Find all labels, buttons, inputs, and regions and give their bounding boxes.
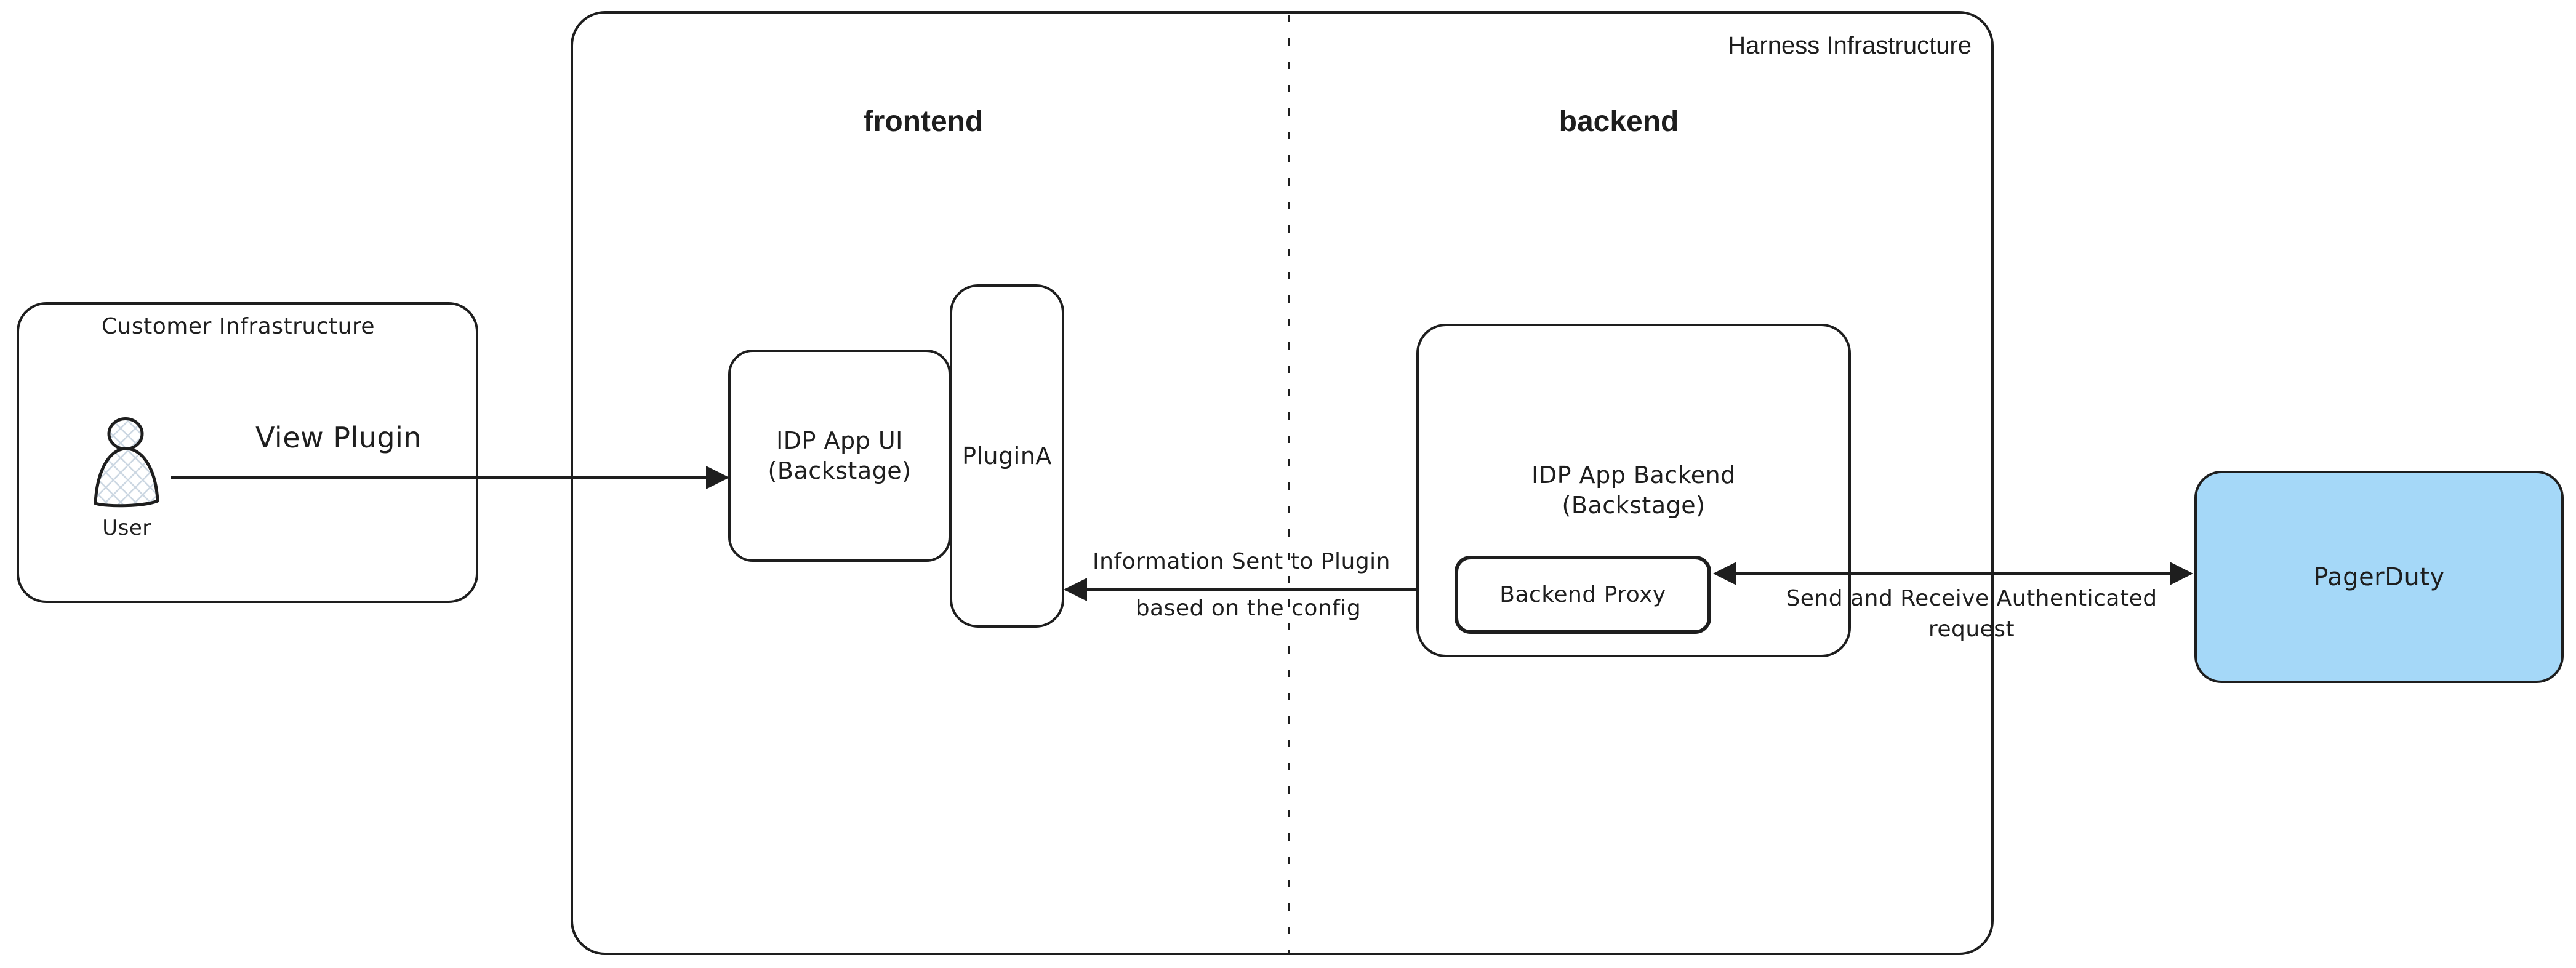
idp-app-ui-node: IDP App UI (Backstage)	[728, 350, 951, 562]
backend-proxy-label: Backend Proxy	[1499, 582, 1666, 607]
harness-infrastructure-group-box	[571, 11, 1994, 955]
auth-request-arrow-line	[1733, 572, 2175, 575]
pagerduty-label: PagerDuty	[2313, 562, 2445, 591]
idp-app-backend-label-line1: IDP App Backend	[1531, 462, 1736, 489]
frontend-backend-divider	[1288, 15, 1290, 953]
auth-request-edge-label-line1: Send and Receive Authenticated	[1786, 586, 2157, 611]
auth-request-edge-label-line2: request	[1928, 617, 2015, 642]
plugin-a-label: PluginA	[962, 442, 1052, 470]
auth-request-arrowhead-right	[2170, 562, 2193, 585]
user-person-icon	[94, 417, 159, 508]
harness-infrastructure-label: Harness Infrastructure	[1728, 32, 1972, 59]
idp-app-backend-label: IDP App Backend (Backstage)	[1416, 460, 1851, 520]
idp-app-ui-label: IDP App UI (Backstage)	[768, 426, 912, 486]
info-sent-edge-label-line1: Information Sent to Plugin	[1093, 549, 1390, 574]
backend-section-label: backend	[1559, 105, 1679, 138]
customer-infrastructure-group-box	[17, 302, 478, 603]
idp-app-backend-node	[1416, 324, 1851, 657]
frontend-section-label: frontend	[863, 105, 984, 138]
info-sent-arrowhead	[1064, 578, 1087, 601]
view-plugin-arrow-line	[171, 476, 710, 479]
user-label: User	[102, 516, 151, 540]
view-plugin-arrowhead	[706, 466, 729, 489]
customer-infrastructure-label: Customer Infrastructure	[101, 314, 375, 339]
auth-request-arrowhead-left	[1713, 562, 1736, 585]
pagerduty-node: PagerDuty	[2194, 471, 2564, 683]
idp-app-ui-label-line1: IDP App UI	[776, 426, 903, 454]
backend-proxy-node: Backend Proxy	[1455, 556, 1711, 634]
info-sent-edge-label-line2: based on the config	[1135, 596, 1362, 621]
idp-app-backend-label-line2: (Backstage)	[1562, 491, 1706, 519]
idp-app-ui-label-line2: (Backstage)	[768, 457, 912, 484]
plugin-a-node: PluginA	[950, 284, 1064, 628]
info-sent-arrow-line	[1081, 588, 1416, 591]
view-plugin-edge-label: View Plugin	[255, 421, 422, 454]
